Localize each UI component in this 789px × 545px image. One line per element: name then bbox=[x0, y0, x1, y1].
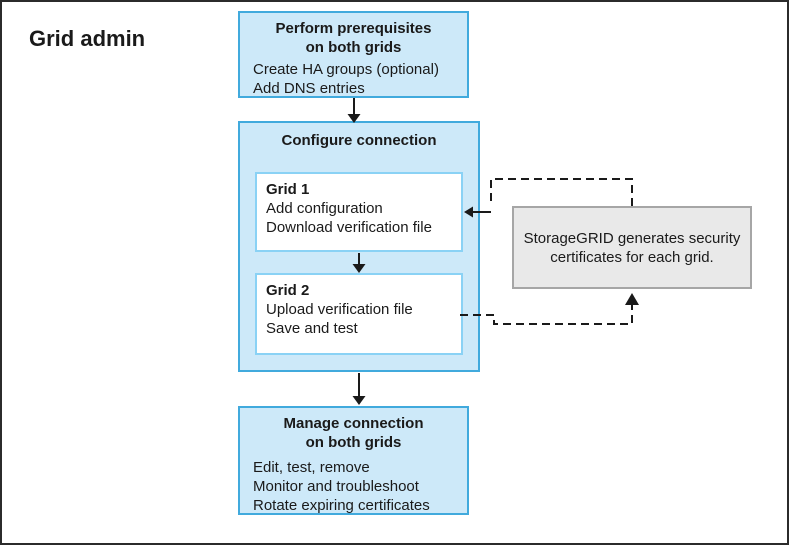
manage-heading-line1: Manage connection bbox=[283, 415, 424, 432]
prerequisites-box: Perform prerequisites on both grids Crea… bbox=[238, 11, 469, 98]
gr2-item: Save and test bbox=[266, 320, 358, 337]
grid1-heading: Grid 1 bbox=[266, 181, 310, 198]
manage-connection-box: Manage connection on both grids Edit, te… bbox=[238, 406, 469, 515]
grid1-item: Download verification file bbox=[266, 219, 432, 236]
manage-heading: Manage connection on both grids bbox=[240, 414, 467, 452]
manage-items: Edit, test, remove Monitor and troublesh… bbox=[240, 458, 467, 515]
dashed-connector-grid2-to-note bbox=[460, 305, 633, 325]
grid2-heading: Grid 2 bbox=[266, 282, 310, 299]
manage-heading-line2: on both grids bbox=[305, 434, 402, 451]
grid2-box: Grid 2 Upload verification file Save and… bbox=[255, 273, 463, 355]
diagram-title: Grid admin bbox=[29, 26, 146, 51]
dashed-connector-note-to-grid1 bbox=[490, 178, 633, 206]
prerequisites-heading-line2: on both grids bbox=[305, 39, 402, 56]
prerequisites-items: Create HA groups (optional) Add DNS entr… bbox=[240, 60, 467, 98]
arrowhead-configure-to-manage bbox=[352, 396, 366, 405]
grid1-box: Grid 1 Add configuration Download verifi… bbox=[255, 172, 463, 252]
manage-item: Edit, test, remove bbox=[253, 459, 370, 476]
note-text-line1: StorageGRID generates security bbox=[523, 229, 741, 247]
manage-item: Rotate expiring certificates bbox=[253, 497, 430, 514]
prerequisites-item: Add DNS entries bbox=[253, 80, 365, 97]
prerequisites-heading: Perform prerequisites on both grids bbox=[240, 19, 467, 57]
configure-heading: Configure connection bbox=[281, 132, 437, 149]
note-text-line2: certificates for each grid. bbox=[550, 248, 714, 266]
manage-item: Monitor and troubleshoot bbox=[253, 478, 419, 495]
grid1-item: Add configuration bbox=[266, 200, 383, 217]
note-box: StorageGRID generates security certifica… bbox=[512, 206, 752, 289]
prerequisites-item: Create HA groups (optional) bbox=[253, 61, 439, 78]
grid2-item: Upload verification file bbox=[266, 301, 413, 318]
prerequisites-heading-line1: Perform prerequisites bbox=[275, 20, 432, 37]
arrowhead-into-note bbox=[625, 293, 639, 305]
